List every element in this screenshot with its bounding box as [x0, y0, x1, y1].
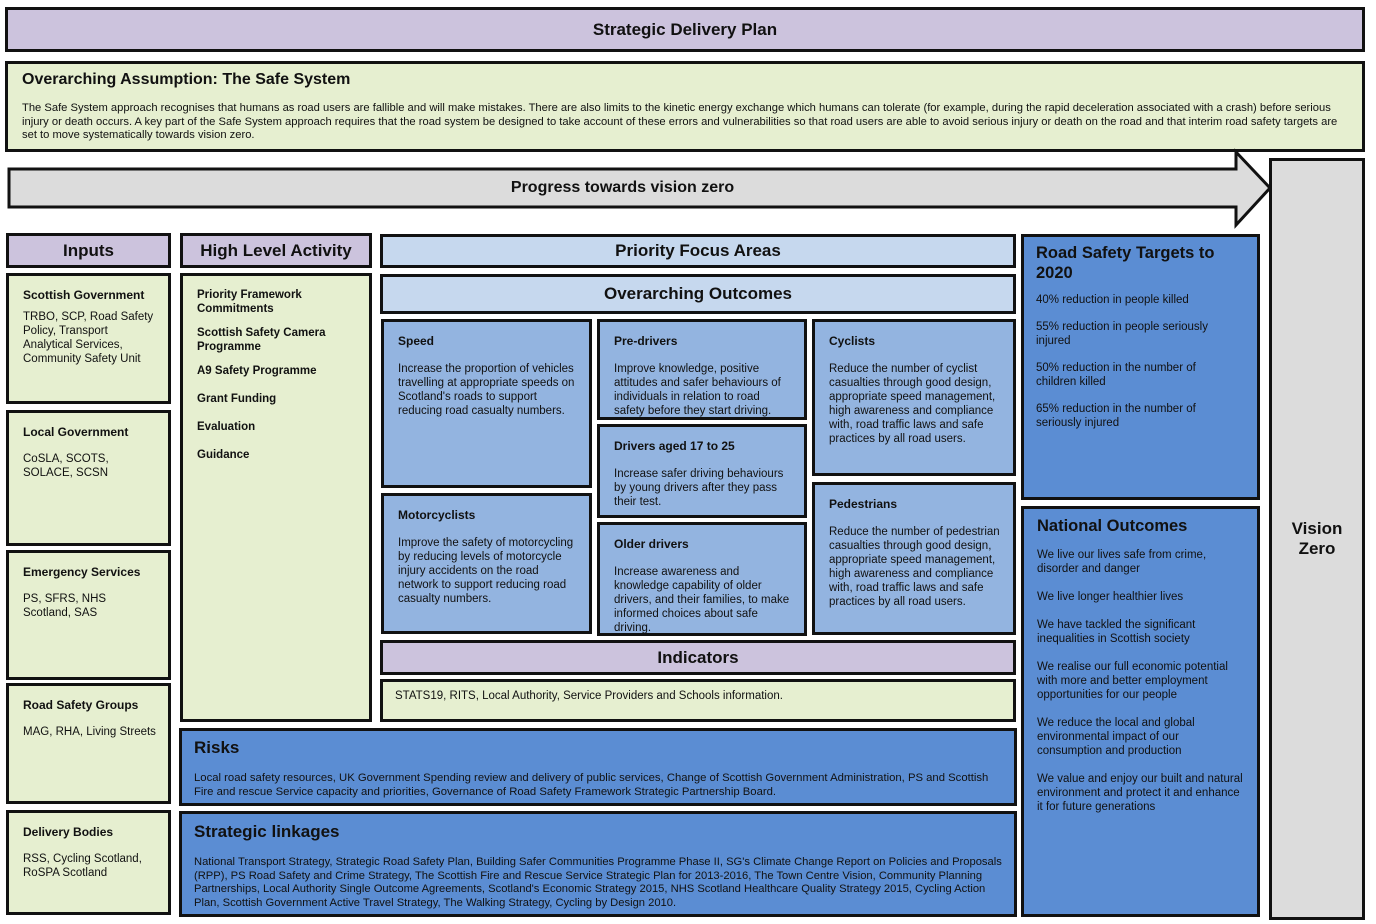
risks-title: Risks — [194, 738, 240, 757]
national-outcome-item: We value and enjoy our built and natural… — [1037, 773, 1243, 813]
input-group-delivery-bodies: Delivery Bodies RSS, Cycling Scotland, R… — [6, 810, 171, 915]
vision-zero-panel: Vision Zero — [1269, 158, 1365, 920]
target-item: 40% reduction in people killed — [1036, 294, 1189, 306]
plan-title-bar: Strategic Delivery Plan — [5, 7, 1365, 52]
national-outcomes-title: National Outcomes — [1037, 517, 1188, 535]
activity-item: Priority Framework Commitments — [197, 289, 302, 315]
national-outcome-item: We have tackled the significant inequali… — [1037, 619, 1196, 645]
focus-pre-drivers: Pre-drivers Improve knowledge, positive … — [597, 319, 807, 420]
assumption-title: Overarching Assumption: The Safe System — [22, 71, 351, 88]
input-group-road-safety-groups: Road Safety Groups MAG, RHA, Living Stre… — [6, 683, 171, 804]
progress-arrow — [7, 148, 1273, 229]
activity-item: Guidance — [197, 449, 250, 461]
activity-item: Evaluation — [197, 421, 256, 433]
national-outcome-item: We live our lives safe from crime, disor… — [1037, 549, 1207, 575]
assumption-panel: Overarching Assumption: The Safe System … — [5, 61, 1365, 152]
focus-cyclists: Cyclists Reduce the number of cyclist ca… — [812, 319, 1016, 476]
high-level-activity-header: High Level Activity — [180, 233, 372, 268]
input-group-local-government: Local Government CoSLA, SCOTS, SOLACE, S… — [6, 410, 171, 546]
national-outcome-item: We reduce the local and global environme… — [1037, 717, 1195, 757]
input-group-emergency-services: Emergency Services PS, SFRS, NHS Scotlan… — [6, 550, 171, 680]
risks-panel: Risks Local road safety resources, UK Go… — [179, 728, 1017, 806]
focus-older-drivers: Older drivers Increase awareness and kno… — [597, 522, 807, 636]
target-item: 50% reduction in the number of children … — [1036, 362, 1196, 388]
overarching-outcomes-header: Overarching Outcomes — [380, 274, 1016, 314]
activity-item: A9 Safety Programme — [197, 365, 317, 377]
national-outcomes-panel: National Outcomes We live our lives safe… — [1021, 506, 1260, 917]
indicators-header: Indicators — [380, 640, 1016, 675]
target-item: 65% reduction in the number of seriously… — [1036, 403, 1196, 429]
activity-item: Grant Funding — [197, 393, 277, 405]
road-safety-targets-panel: Road Safety Targets to 2020 40% reductio… — [1021, 234, 1260, 500]
focus-motorcyclists: Motorcyclists Improve the safety of moto… — [381, 493, 592, 634]
strategic-linkages-panel: Strategic linkages National Transport St… — [179, 811, 1017, 917]
activity-item: Scottish Safety Camera Programme — [197, 327, 326, 353]
indicators-panel: STATS19, RITS, Local Authority, Service … — [380, 679, 1016, 722]
national-outcome-item: We realise our full economic potential w… — [1037, 661, 1228, 701]
progress-label: Progress towards vision zero — [510, 179, 735, 196]
high-level-activity-list: Priority Framework Commitments Scottish … — [180, 273, 372, 722]
plan-title: Strategic Delivery Plan — [592, 19, 778, 39]
national-outcome-item: We live longer healthier lives — [1037, 591, 1184, 603]
strategic-linkages-title: Strategic linkages — [194, 822, 340, 841]
priority-focus-areas-header: Priority Focus Areas — [380, 234, 1016, 268]
targets-title: Road Safety Targets to 2020 — [1036, 244, 1215, 282]
input-group-scottish-government: Scottish Government TRBO, SCP, Road Safe… — [6, 273, 171, 404]
risks-text: Local road safety resources, UK Governme… — [194, 772, 989, 798]
assumption-text: The Safe System approach recognises that… — [22, 102, 1338, 141]
strategic-linkages-text: National Transport Strategy, Strategic R… — [194, 856, 1002, 909]
target-item: 55% reduction in people seriously injure… — [1036, 321, 1208, 347]
focus-drivers-17-25: Drivers aged 17 to 25 Increase safer dri… — [597, 424, 807, 518]
vision-zero-label: Vision Zero — [1291, 519, 1343, 558]
inputs-header: Inputs — [6, 233, 171, 268]
focus-speed: Speed Increase the proportion of vehicle… — [381, 319, 592, 488]
focus-pedestrians: Pedestrians Reduce the number of pedestr… — [812, 482, 1016, 635]
